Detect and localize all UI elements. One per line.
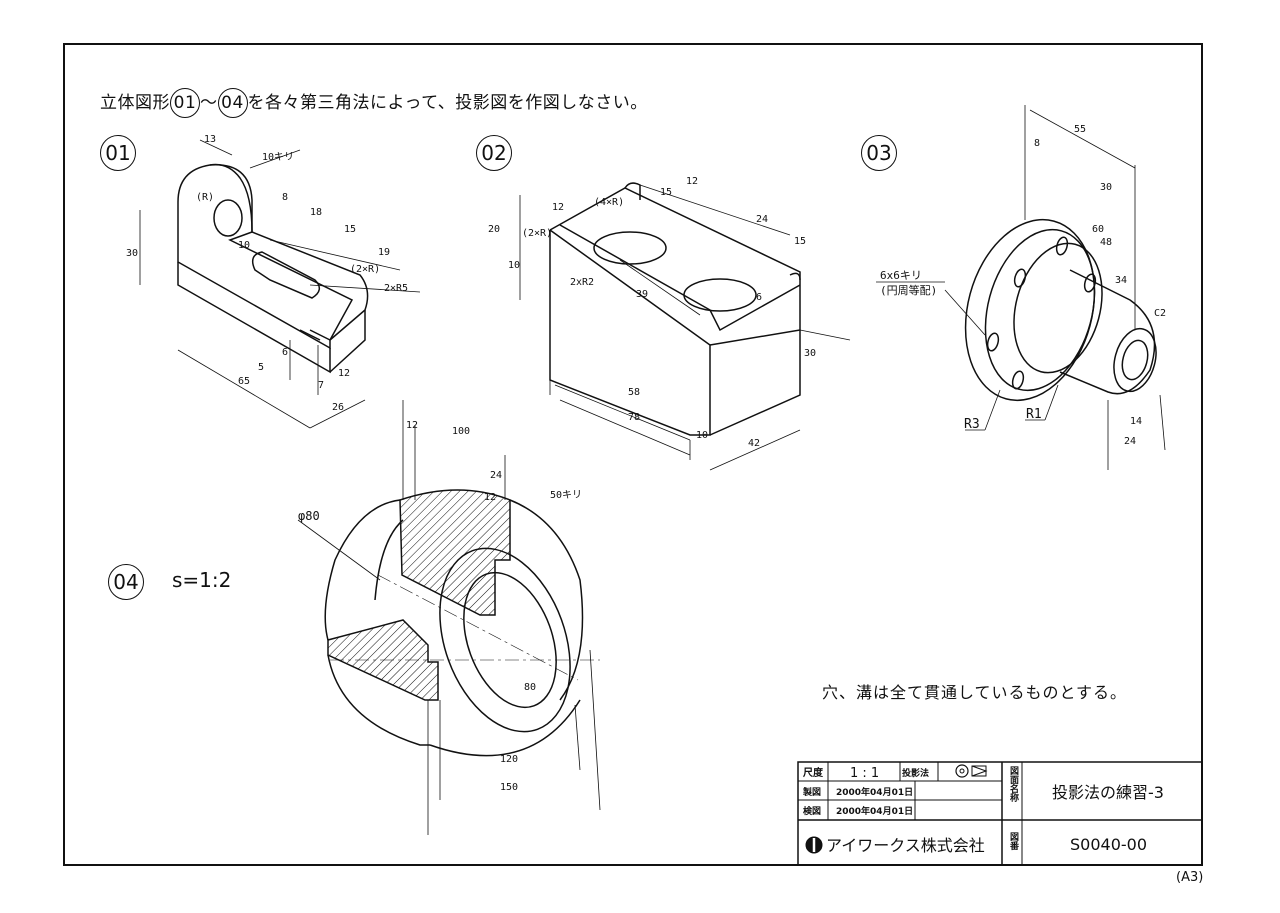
dim-02-p: 42 — [748, 438, 760, 449]
paper-size: (A3) — [1176, 870, 1204, 885]
dim-03-b: 8 — [1034, 138, 1040, 149]
checked-label: 検図 — [803, 805, 821, 817]
dim-03-g: C2 — [1154, 308, 1166, 319]
dim-03-d: 60 — [1092, 224, 1104, 235]
projection-label: 投影法 — [902, 767, 929, 779]
dim-03-a: 55 — [1074, 124, 1086, 135]
dim-01-c: (R) — [196, 192, 214, 203]
dim-04-g: 80 — [524, 682, 536, 693]
figure-01-dimensions: 13 10キリ (R) 8 30 18 15 19 10 (2×R) 2×R5 … — [126, 134, 408, 413]
dim-03-h: 14 — [1130, 416, 1142, 427]
figure-04-scale: s=1:2 — [172, 568, 232, 592]
figure-03-label: 03 — [861, 135, 897, 171]
dim-02-n: 78 — [628, 412, 640, 423]
dim-04-i: 150 — [500, 782, 518, 793]
dim-01-e: 30 — [126, 248, 138, 259]
dim-04-e: 50キリ — [550, 490, 582, 501]
dim-04-d: 12 — [484, 492, 496, 503]
dim-02-e: 24 — [756, 214, 768, 225]
third-angle-symbol-circle — [955, 764, 969, 778]
dim-03-j: R3 — [964, 417, 980, 432]
dim-01-o: 12 — [338, 368, 350, 379]
drawing-number: S0040-00 — [1070, 835, 1147, 854]
scale-label: 尺度 — [803, 766, 824, 779]
figure-03-drawing — [944, 105, 1166, 470]
dim-02-h: 10 — [508, 260, 520, 271]
dim-02-o: 10 — [696, 430, 708, 441]
dim-04-c: 24 — [490, 470, 502, 481]
dim-01-m: 6 — [282, 347, 288, 358]
dim-04-b: 100 — [452, 426, 470, 437]
dim-02-a: 12 — [552, 202, 564, 213]
dim-01-k: 2×R5 — [384, 283, 408, 294]
figure-02-dimensions: 12 15 (4×R) 12 24 15 20 10 (2×R) 2xR2 39… — [488, 176, 816, 449]
dim-01-g: 15 — [344, 224, 356, 235]
figure-01-drawing — [139, 139, 421, 429]
dim-01-f: 18 — [310, 207, 322, 218]
dim-03-f: 34 — [1115, 275, 1127, 286]
dim-01-q: 26 — [332, 402, 344, 413]
scale-value: 1 : 1 — [850, 766, 879, 781]
callout-03-equal-spacing: (円周等配) — [880, 283, 937, 297]
dim-04-a: 12 — [406, 420, 418, 431]
instruction-from-badge: 01 — [170, 88, 200, 118]
dim-03-c: 30 — [1100, 182, 1112, 193]
dim-03-e: 48 — [1100, 237, 1112, 248]
dim-02-g: 20 — [488, 224, 500, 235]
instruction-to-badge: 04 — [217, 88, 248, 118]
drawn-label: 製図 — [802, 786, 821, 798]
dim-01-i: 10 — [238, 240, 250, 251]
figure-01-label: 01 — [100, 135, 136, 171]
dim-01-a: 13 — [204, 134, 216, 145]
dim-03-i: 24 — [1124, 436, 1136, 447]
checked-date: 2000年04月01日 — [836, 805, 913, 817]
drawing-name: 投影法の練習-3 — [1052, 783, 1164, 802]
drawn-date: 2000年04月01日 — [836, 786, 913, 798]
dim-02-b: 15 — [660, 187, 672, 198]
dim-03-k: R1 — [1026, 407, 1042, 422]
figure-04-dimensions: 12 100 24 12 50キリ φ80 80 120 150 — [298, 420, 582, 793]
callout-03-holes: 6x6キリ — [880, 269, 922, 282]
dim-04-h: 120 — [500, 754, 518, 765]
company-name: アイワークス株式会社 — [826, 836, 985, 855]
dim-02-j: 2xR2 — [570, 277, 594, 288]
dim-02-f: 15 — [794, 236, 806, 247]
dim-01-j: (2×R) — [350, 264, 380, 275]
dim-01-h: 19 — [378, 247, 390, 258]
instruction-prefix: 立体図形 — [100, 93, 170, 113]
dim-01-n: 7 — [318, 380, 324, 391]
dim-02-l: 6 — [756, 292, 762, 303]
dim-01-b: 10キリ — [262, 152, 294, 163]
figure-04-label: 04 — [108, 564, 144, 600]
dim-02-d: 12 — [686, 176, 698, 187]
dim-01-l: 5 — [258, 362, 264, 373]
dim-02-m: 58 — [628, 387, 640, 398]
third-angle-symbol-cone — [971, 765, 988, 777]
dim-02-k: 39 — [636, 289, 648, 300]
name-label: 図面名称 — [1008, 766, 1018, 802]
dim-02-q: 30 — [804, 348, 816, 359]
dim-01-p: 65 — [238, 376, 250, 387]
figure-03-dimensions: 55 8 30 60 48 34 C2 14 24 R3 R1 6x6キリ (円… — [876, 124, 1166, 447]
dim-01-d: 8 — [282, 192, 288, 203]
dim-02-c: (4×R) — [594, 197, 624, 208]
instruction-tilde: ～ — [200, 93, 218, 113]
figure-04-drawing — [297, 400, 601, 835]
figure-02-drawing — [519, 182, 851, 471]
sheet-border — [63, 43, 1203, 866]
dim-04-f: φ80 — [298, 509, 320, 523]
dim-02-i: (2×R) — [522, 228, 552, 239]
through-hole-note: 穴、溝は全て貫通しているものとする。 — [822, 683, 1128, 702]
number-label: 図番 — [1008, 832, 1018, 850]
title-block-text: 尺度 1 : 1 投影法 製図 2000年04月01日 検図 2000年04月0… — [802, 766, 1164, 855]
instruction-suffix: を各々第三角法によって、投影図を作図しなさい。 — [247, 93, 648, 113]
figure-02-label: 02 — [476, 135, 512, 171]
title-block — [797, 761, 1203, 866]
